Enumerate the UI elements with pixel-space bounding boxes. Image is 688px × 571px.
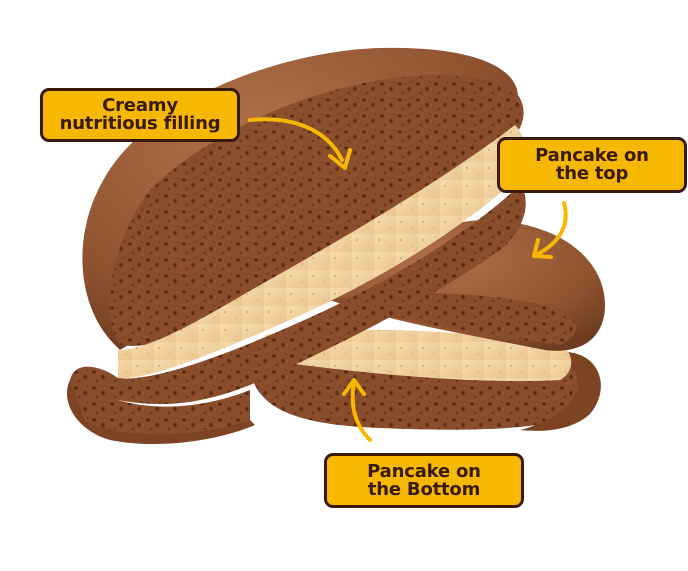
label-pancake-top-line1: Pancake on bbox=[535, 145, 649, 166]
arrow-filling bbox=[248, 117, 352, 170]
label-pancake-bottom-line2: the Bottom bbox=[367, 478, 481, 500]
arrow-top bbox=[532, 201, 568, 259]
back-filling bbox=[265, 329, 572, 382]
label-creamy-filling: Creamy nutritious filling bbox=[40, 88, 240, 142]
label-pancake-top: Pancake on the top bbox=[497, 137, 687, 193]
front-pancake bbox=[66, 47, 526, 445]
label-pancake-bottom: Pancake on the Bottom bbox=[324, 453, 524, 508]
front-top-cut bbox=[120, 95, 524, 346]
label-pancake-top-line2: the top bbox=[555, 163, 629, 184]
label-creamy-filling-line2: nutritious filling bbox=[59, 113, 221, 134]
arrow-bottom bbox=[342, 378, 372, 442]
label-pancake-bottom-line1: Pancake on bbox=[367, 460, 481, 482]
front-filling bbox=[118, 125, 526, 379]
front-bottom-cut bbox=[118, 185, 526, 405]
label-creamy-filling-line1: Creamy bbox=[102, 95, 178, 116]
